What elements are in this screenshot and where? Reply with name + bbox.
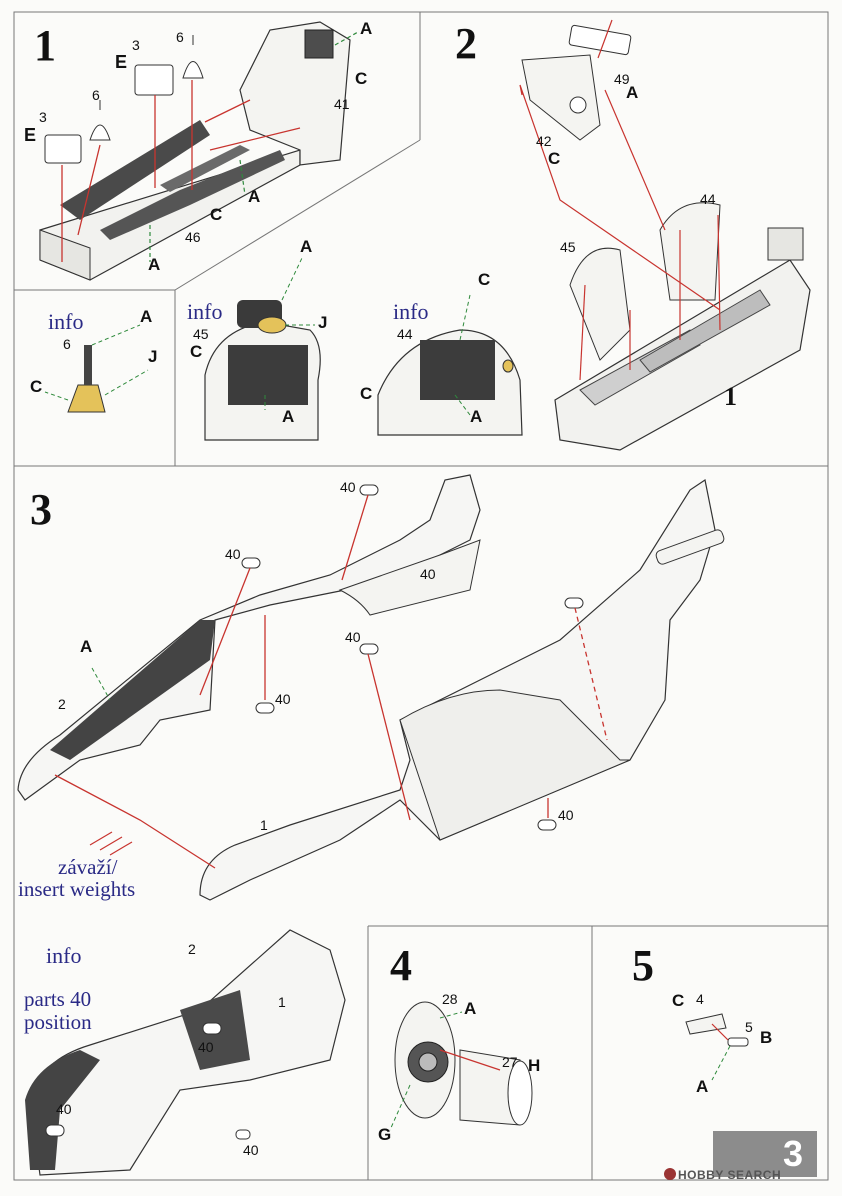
step3-green-leader	[91, 667, 111, 701]
part-letter-j: J	[318, 313, 328, 332]
part-letter-c: C	[30, 377, 43, 396]
part-number: 27	[502, 1054, 518, 1070]
part-letter-c: C	[355, 69, 368, 88]
part-letter-a: A	[80, 637, 93, 656]
part-letter-a: A	[248, 187, 261, 206]
step-number-2: 2	[455, 19, 477, 68]
part-letter-a: A	[140, 307, 153, 326]
part-number: 49	[614, 71, 630, 87]
weights-mark	[89, 831, 133, 856]
part-letter-a: A	[470, 407, 483, 426]
info-label: info	[46, 943, 82, 968]
part-number: 28	[442, 991, 458, 1007]
part-letter-a: A	[300, 237, 313, 256]
part-number: 1	[724, 382, 737, 411]
part-number: 3	[132, 37, 140, 53]
step3-fuselage	[199, 479, 725, 901]
part-number: 6	[92, 87, 100, 103]
part-letter-a: A	[148, 255, 161, 274]
part-letter-a: A	[696, 1077, 709, 1096]
watermark-text: HOBBY SEARCH	[678, 1168, 782, 1182]
part-letter-a: A	[282, 407, 295, 426]
part-number: 1	[278, 994, 286, 1010]
info-label: info	[48, 309, 84, 334]
part-40-label: 40	[345, 629, 361, 645]
step1-small-parts	[44, 35, 204, 164]
part-number: 2	[188, 941, 196, 957]
step3-canopy	[17, 474, 481, 801]
step-number-5: 5	[632, 941, 654, 990]
part-letter-e: E	[24, 125, 37, 145]
step3-parts-40	[241, 484, 584, 831]
info-label: info	[187, 299, 223, 324]
part-number: 44	[700, 191, 716, 207]
part-letter-c: C	[548, 149, 561, 168]
page-number-badge: 3	[713, 1131, 817, 1177]
step2-red-leaders	[519, 19, 721, 381]
part-40-label: 40	[225, 546, 241, 562]
part-letter-c: C	[478, 270, 491, 289]
part-number: 41	[334, 96, 350, 112]
part-40-label: 40	[420, 566, 436, 582]
part-40-label: 40	[243, 1142, 259, 1158]
part-letter-g: G	[378, 1125, 392, 1144]
part-letter-j: J	[148, 347, 158, 366]
part-number: 45	[193, 326, 209, 342]
watermark-logo-icon	[664, 1168, 676, 1180]
part-number: 3	[39, 109, 47, 125]
part-letter-e: E	[115, 52, 128, 72]
info2-art	[204, 257, 321, 441]
info3-art	[377, 294, 523, 436]
step1-cockpit-tub	[39, 21, 351, 281]
info-bottom-art	[25, 929, 346, 1176]
part-letter-a: A	[360, 19, 373, 38]
part-letter-c: C	[360, 384, 373, 403]
step5-art	[685, 1013, 749, 1081]
step-number-4: 4	[390, 941, 412, 990]
panel-frames	[13, 11, 829, 1181]
step4-art	[389, 1001, 533, 1131]
info1-art	[44, 324, 149, 413]
parts-40-note-line2: position	[24, 1010, 92, 1034]
weights-note-line2: insert weights	[18, 877, 136, 901]
part-40-label: 40	[56, 1101, 72, 1117]
part-number: 6	[176, 29, 184, 45]
part-number: 45	[560, 239, 576, 255]
step2-art	[521, 24, 811, 451]
part-number: 46	[185, 229, 201, 245]
part-40-label: 40	[275, 691, 291, 707]
weights-note-line1: závaží/	[58, 855, 118, 879]
part-letter-a: A	[626, 83, 639, 102]
part-40-label: 40	[558, 807, 574, 823]
part-letter-c: C	[190, 342, 203, 361]
part-number: 1	[260, 817, 268, 833]
part-letter-h: H	[528, 1056, 541, 1075]
part-40-label: 40	[340, 479, 356, 495]
step1-red-leaders	[61, 80, 301, 262]
part-letter-b: B	[760, 1028, 773, 1047]
part-number: 5	[745, 1019, 753, 1035]
part-letter-c: C	[672, 991, 685, 1010]
step3-red-leaders	[54, 494, 608, 869]
step-number-3: 3	[30, 485, 52, 534]
part-number: 2	[58, 696, 66, 712]
part-number: 6	[63, 336, 71, 352]
step1-green-leaders	[149, 31, 359, 262]
step-number-1: 1	[34, 21, 56, 70]
part-letter-c: C	[210, 205, 223, 224]
part-number: 4	[696, 991, 704, 1007]
parts-40-note-line1: parts 40	[24, 987, 92, 1011]
part-number: 42	[536, 133, 552, 149]
part-letter-a: A	[464, 999, 477, 1018]
info-label: info	[393, 299, 429, 324]
part-number: 44	[397, 326, 413, 342]
part-40-label: 40	[198, 1039, 214, 1055]
page-number: 3	[782, 1133, 803, 1174]
